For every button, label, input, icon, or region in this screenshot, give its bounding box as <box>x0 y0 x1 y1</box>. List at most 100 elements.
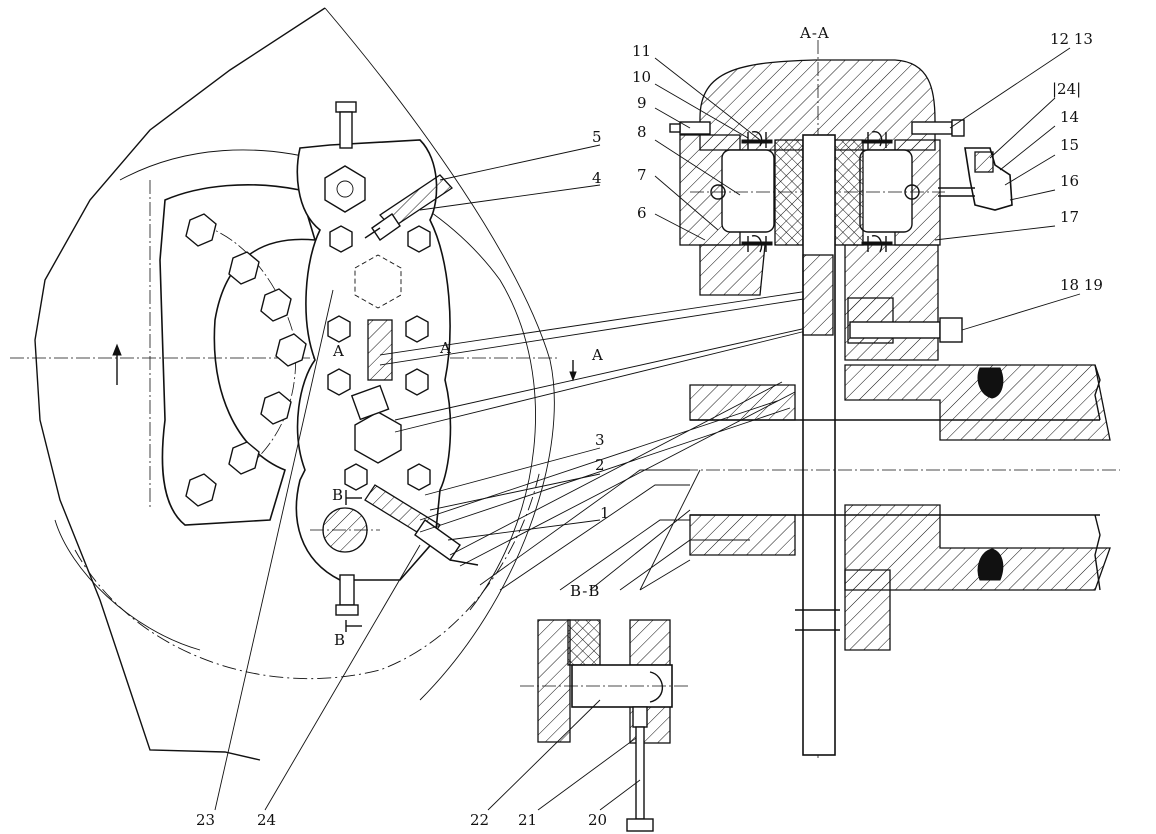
leader-23 <box>214 289 334 811</box>
section-b-b-view <box>487 619 690 832</box>
leader-14 <box>999 125 1056 171</box>
section-a-arrow-label: A <box>591 346 604 364</box>
label-24: 24 <box>257 811 276 829</box>
label-9: 9 <box>637 94 647 112</box>
upper-o-ring <box>977 367 1004 399</box>
bottom-bolt-shank <box>339 574 355 606</box>
label-6: 6 <box>637 204 647 222</box>
left-top-bolt <box>679 121 711 135</box>
label-7: 7 <box>637 166 647 184</box>
section-a-arrow-icon <box>569 371 577 382</box>
label-17: 17 <box>1060 208 1079 226</box>
label-5: 5 <box>592 128 602 146</box>
right-top-bolt <box>911 121 953 135</box>
leader-9 <box>654 107 691 129</box>
projection-lines <box>379 289 821 567</box>
leader-8 <box>654 139 741 196</box>
section-a-right: A <box>439 339 452 357</box>
large-arc-mid <box>119 149 536 611</box>
left-hub-upper <box>689 384 796 421</box>
flange-lower <box>844 569 891 651</box>
label-18-19: 18 19 <box>1060 276 1103 294</box>
leader-1 <box>447 519 601 541</box>
label-2: 2 <box>595 456 605 474</box>
bb-screw-shank <box>635 726 645 820</box>
caliper-bolts <box>327 225 431 491</box>
bb-right-top <box>629 619 671 666</box>
leader-11 <box>654 57 761 141</box>
label-22: 22 <box>470 811 489 829</box>
leader-17 <box>934 225 1056 241</box>
leader-24top <box>989 97 1056 159</box>
left-hub-lower <box>689 514 796 556</box>
inner-arc <box>54 519 201 651</box>
label-1: 1 <box>600 504 610 522</box>
seals <box>741 131 893 253</box>
hidden-nut <box>354 254 402 309</box>
section-bb-title: B-B <box>570 582 600 600</box>
left-friction-pad <box>774 139 804 246</box>
leader-15 <box>1004 154 1056 186</box>
label-15: 15 <box>1060 136 1079 154</box>
leader-10 <box>654 83 749 139</box>
bb-left-wall <box>537 619 571 743</box>
leader-16 <box>1009 189 1056 201</box>
right-friction-pad <box>834 139 864 246</box>
label-20: 20 <box>588 811 607 829</box>
part-labels: 5 4 3 2 1 11 10 9 8 7 6 12 13 |24| 14 15… <box>196 30 1103 829</box>
right-piston <box>859 149 913 233</box>
leader-22 <box>487 699 601 811</box>
top-nut-hole <box>336 180 354 198</box>
label-10: 10 <box>632 68 651 86</box>
label-3: 3 <box>595 431 605 449</box>
leader-21 <box>537 737 637 811</box>
leader-2 <box>429 473 601 511</box>
piston-rod <box>367 319 393 381</box>
section-a-left: A <box>332 342 345 360</box>
left-lower-housing <box>699 244 766 296</box>
left-top-bolt-head <box>669 123 681 133</box>
section-b-bottom-label: B <box>334 631 346 649</box>
bleeder-cap <box>974 151 994 173</box>
arrow-head-icon <box>112 343 122 356</box>
leader-12-13 <box>949 47 1071 129</box>
bb-pin-slot <box>649 671 664 703</box>
lower-o-ring <box>977 548 1004 581</box>
leader-5 <box>439 144 601 181</box>
upper-housing <box>699 59 936 151</box>
leader-4 <box>419 184 601 211</box>
label-11: 11 <box>632 42 651 60</box>
label-4: 4 <box>592 169 602 187</box>
right-top-bolt-head <box>951 119 965 137</box>
leader-7 <box>654 175 719 231</box>
bottom-bolt-head <box>335 604 359 616</box>
upper-grease-fitting <box>364 174 453 241</box>
hub-upper <box>844 364 1111 441</box>
side-bolt-head <box>939 317 963 343</box>
top-bolt-head <box>335 101 357 113</box>
main-view <box>10 7 821 811</box>
piston-sleeve <box>350 384 390 421</box>
left-piston <box>721 149 775 233</box>
label-8: 8 <box>637 123 647 141</box>
flange-bolts <box>185 213 307 507</box>
label-24-top: |24| <box>1052 80 1081 98</box>
leader-6 <box>654 213 706 241</box>
top-nut <box>324 165 366 213</box>
label-14: 14 <box>1060 108 1079 126</box>
leader-20 <box>599 779 641 811</box>
axle-outline <box>690 364 1101 591</box>
large-arc-outer <box>324 7 555 701</box>
disc-hub-part <box>802 254 834 336</box>
section-labels: A-A B-B A A A B B <box>332 24 829 649</box>
bb-set-screw <box>632 706 648 728</box>
leader-24 <box>264 544 421 811</box>
section-b-top-label: B <box>332 486 344 504</box>
wheel-body-outline <box>34 7 326 761</box>
label-21: 21 <box>518 811 537 829</box>
bb-screw-head <box>626 818 654 832</box>
brake-disc <box>802 134 836 756</box>
leader-18-19 <box>961 293 1081 331</box>
bb-friction <box>567 619 601 666</box>
